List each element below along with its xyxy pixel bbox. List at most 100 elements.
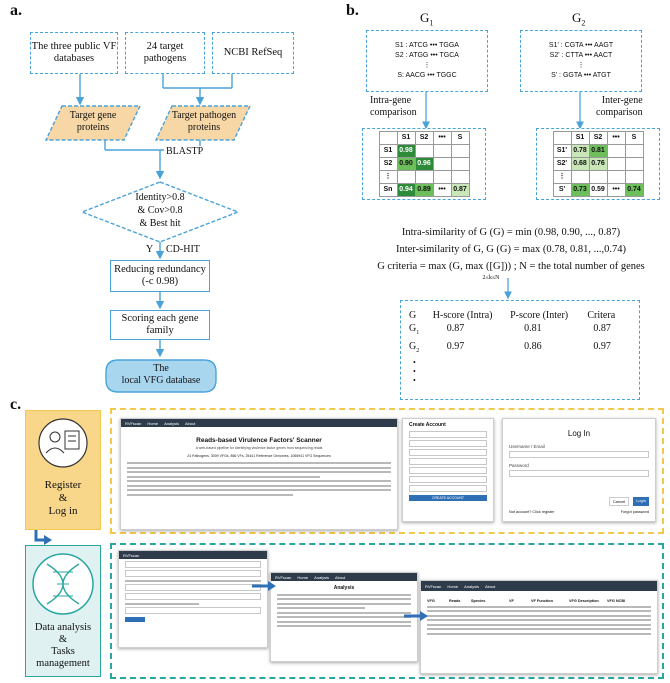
panel-a-arrows: [44, 74, 252, 393]
create-account-screenshot: Create Account CREATE ACCOUNT: [402, 418, 494, 522]
source-vf-databases: The three public VF databases: [30, 32, 118, 74]
home-nav-home[interactable]: Home: [147, 420, 159, 426]
score-row-g: G2: [409, 341, 420, 354]
m1-row-header: ⋮: [378, 170, 398, 184]
login-pass-field[interactable]: [509, 470, 649, 477]
home-navbar: RVFscan Home Analysis About: [121, 419, 397, 427]
login-user-field[interactable]: [509, 451, 649, 458]
m2-cell: [588, 170, 608, 184]
m2-cell: 0.59: [588, 183, 608, 197]
g2-seq-2: S2' : CTTA ••• AACT: [549, 52, 613, 59]
score-row-h: 0.87: [446, 323, 465, 334]
decision-line-1: Identity>0.8: [135, 192, 185, 203]
panel-c-label: c.: [10, 396, 22, 413]
home-nav-about[interactable]: About: [184, 420, 196, 426]
analysis-page-nav-analysis[interactable]: Analysis: [314, 574, 329, 580]
results-th: Species: [471, 599, 486, 603]
analysis-label-2: &: [58, 634, 68, 645]
matrix-2: S1 S2 ••• S S1' 0.78 0.81 S2' 0.68 0.76 …: [552, 131, 644, 197]
reduce-line-2: (-c 0.98): [141, 276, 179, 287]
analysis-label: Data analysis & Tasks management: [26, 622, 100, 670]
g2-title-sub: 2: [581, 18, 586, 28]
m1-cell: 0.89: [414, 183, 434, 197]
target-gene-text: Target gene proteins: [69, 110, 117, 133]
scoring-box: Scoring each gene family: [110, 310, 210, 340]
formula-criteria: G criteria = max (G, max ([G])) ; N = th…: [377, 261, 645, 272]
m1-cell: [450, 144, 470, 158]
m2-col-header: S: [624, 131, 644, 145]
m1-cell: •••: [432, 183, 452, 197]
m2-cell: [624, 157, 644, 171]
no-account-link[interactable]: Not account? Click register: [509, 510, 555, 514]
source-target-pathogens-text: 24 target pathogens: [143, 41, 187, 64]
analysis-submit-button[interactable]: [125, 617, 145, 622]
analysis-page-navbar: RVFscan Home Analysis About: [271, 573, 417, 581]
g2-title-text: G: [572, 10, 582, 25]
reduce-line-1: Reducing redundancy: [114, 264, 206, 275]
m1-cell: [396, 170, 416, 184]
analysis-label-3: Tasks management: [36, 646, 90, 669]
score-row-1: G1 0.87 0.81 0.87: [409, 322, 631, 340]
database-line-1: The: [153, 363, 169, 374]
create-account-button[interactable]: CREATE ACCOUNT: [409, 495, 487, 501]
home-nav-analysis[interactable]: Analysis: [164, 420, 179, 426]
login-cancel-button[interactable]: Cancel: [608, 497, 630, 506]
g2-sequences-box: S1' : CGTA ••• AAGT S2' : CTTA ••• AACT …: [520, 30, 642, 92]
m1-cell: [450, 157, 470, 171]
m1-cell: [432, 144, 452, 158]
create-account-title: Create Account: [409, 422, 446, 428]
g1-title-sub: 1: [429, 18, 434, 28]
database-shape: [105, 359, 217, 393]
m1-cell: 0.94: [396, 183, 416, 197]
m1-cell: 0.90: [396, 157, 416, 171]
analysis-frame: [110, 543, 664, 679]
score-line-2: family: [146, 325, 174, 336]
analysis-page-screenshot: RVFscan Home Analysis About Analysis: [270, 572, 418, 662]
source-target-pathogens: 24 target pathogens: [125, 32, 205, 74]
formula-inter: Inter-similarity of G, G (G) = max (0.78…: [396, 244, 626, 255]
m2-cell: [606, 170, 626, 184]
source-vf-databases-text: The three public VF databases: [31, 41, 117, 64]
results-app-name: RVFscan: [425, 583, 442, 589]
m2-cell: 0.76: [588, 157, 608, 171]
analysis-page-nav-home[interactable]: Home: [297, 574, 309, 580]
register-label-1: Register: [44, 479, 82, 491]
m2-cell: [624, 144, 644, 158]
source-ncbi-refseq-text: NCBI RefSeq: [223, 47, 283, 58]
analysis-tile: Data analysis & Tasks management: [25, 545, 101, 677]
register-frame: [110, 408, 664, 534]
score-row-h: 0.97: [446, 341, 465, 352]
register-label-3: Log in: [48, 505, 78, 517]
score-th-p: P-score (Inter): [510, 310, 569, 321]
m1-cell: [432, 157, 452, 171]
analysis-form-app-name: RVFscan: [123, 552, 140, 558]
m2-row-header: S': [552, 183, 572, 197]
forgot-password-link[interactable]: Forgot password: [620, 510, 649, 514]
cdhit-label: CD-HIT: [166, 244, 200, 255]
login-button[interactable]: Login: [633, 497, 649, 506]
yes-label: Y: [146, 244, 154, 255]
results-nav-about[interactable]: About: [484, 583, 496, 589]
analysis-page-title: Analysis: [333, 585, 355, 591]
g1-seq-dots: ⋮: [423, 62, 431, 69]
login-pass-label: Password: [509, 463, 529, 468]
results-nav-analysis[interactable]: Analysis: [464, 583, 479, 589]
intra-line-2: comparison: [370, 107, 417, 118]
m2-cell: 0.74: [624, 183, 644, 197]
m1-col-header: S2: [414, 131, 434, 145]
decision-line-2: & Cov>0.8: [137, 205, 183, 216]
m1-cell: 0.96: [414, 157, 434, 171]
g2-seq-dots: ⋮: [577, 62, 585, 69]
score-dot: •: [413, 367, 416, 376]
intra-label: Intra-gene comparison: [370, 95, 417, 119]
register-to-analysis-arrow: [34, 530, 52, 545]
results-nav-home[interactable]: Home: [447, 583, 459, 589]
analysis-page-nav-about[interactable]: About: [334, 574, 346, 580]
login-actions: Cancel Login: [509, 497, 649, 506]
score-dot: •: [413, 376, 416, 385]
m1-cell: [450, 170, 470, 184]
m2-cell: 0.68: [570, 157, 590, 171]
m1-col-header: •••: [432, 131, 452, 145]
formulas: Intra-similarity of G (G) = min (0.98, 0…: [355, 224, 667, 281]
m2-col-header: •••: [606, 131, 626, 145]
